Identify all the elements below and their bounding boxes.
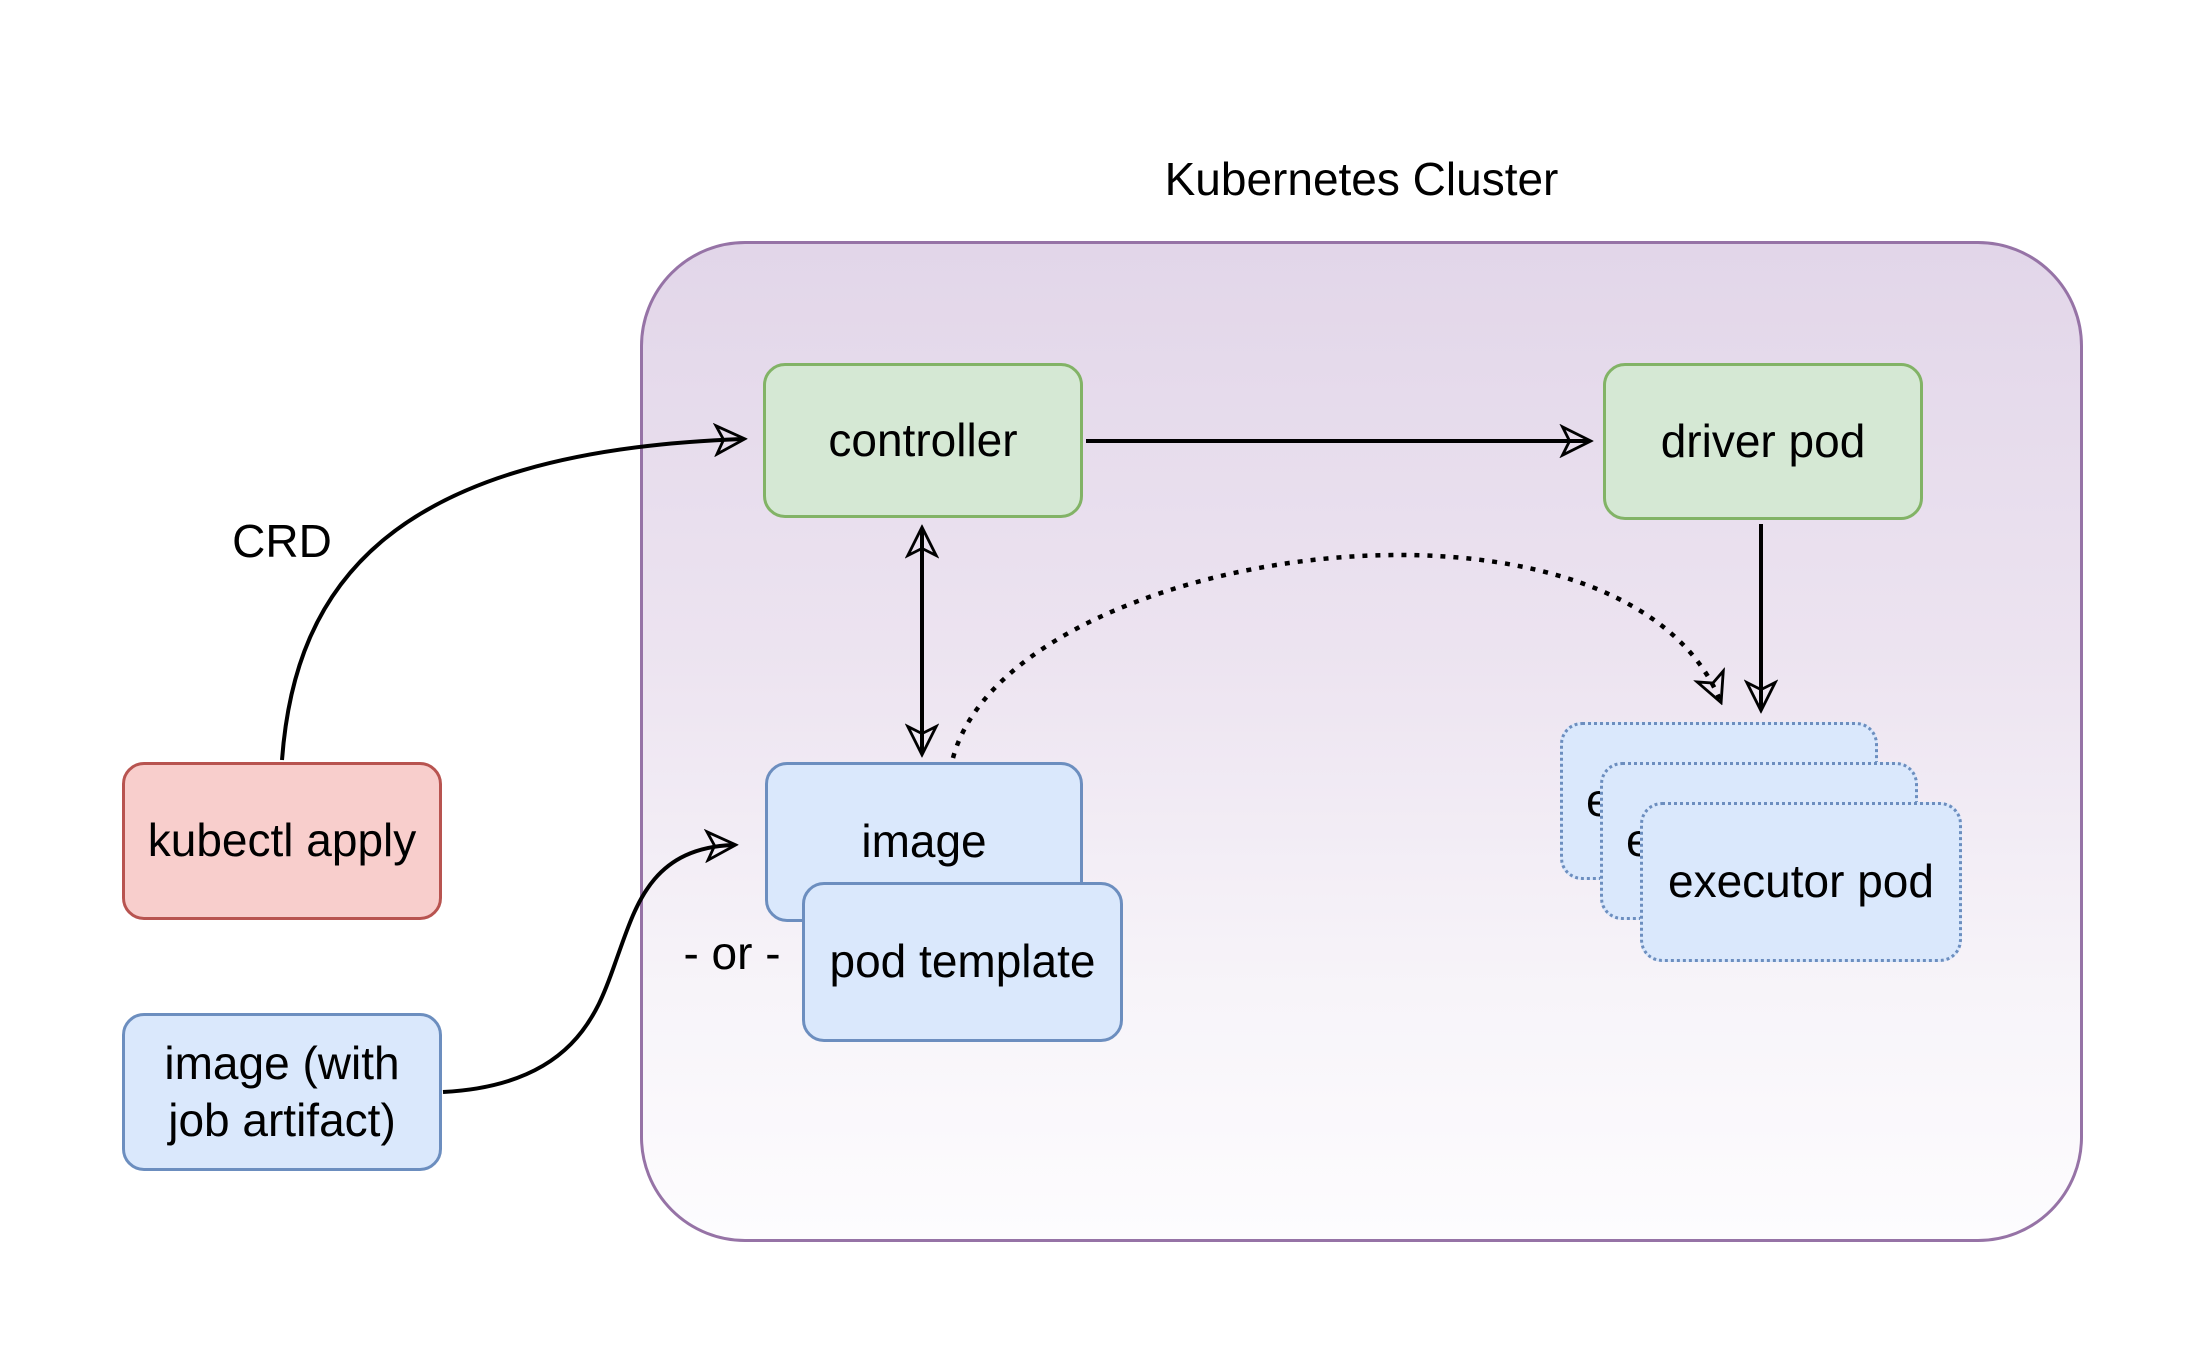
cluster-title: Kubernetes Cluster	[1164, 153, 1559, 205]
crd-edge-label: CRD	[232, 515, 332, 567]
image-with-job-artifact-box: image (with job artifact)	[122, 1013, 442, 1171]
or-edge-label: - or -	[683, 927, 781, 979]
executor-pod-box-front: executor pod	[1640, 802, 1962, 962]
driver-pod-box: driver pod	[1603, 363, 1923, 520]
kubectl-apply-box: kubectl apply	[122, 762, 442, 920]
pod-template-box: pod template	[802, 882, 1123, 1042]
controller-box: controller	[763, 363, 1083, 518]
